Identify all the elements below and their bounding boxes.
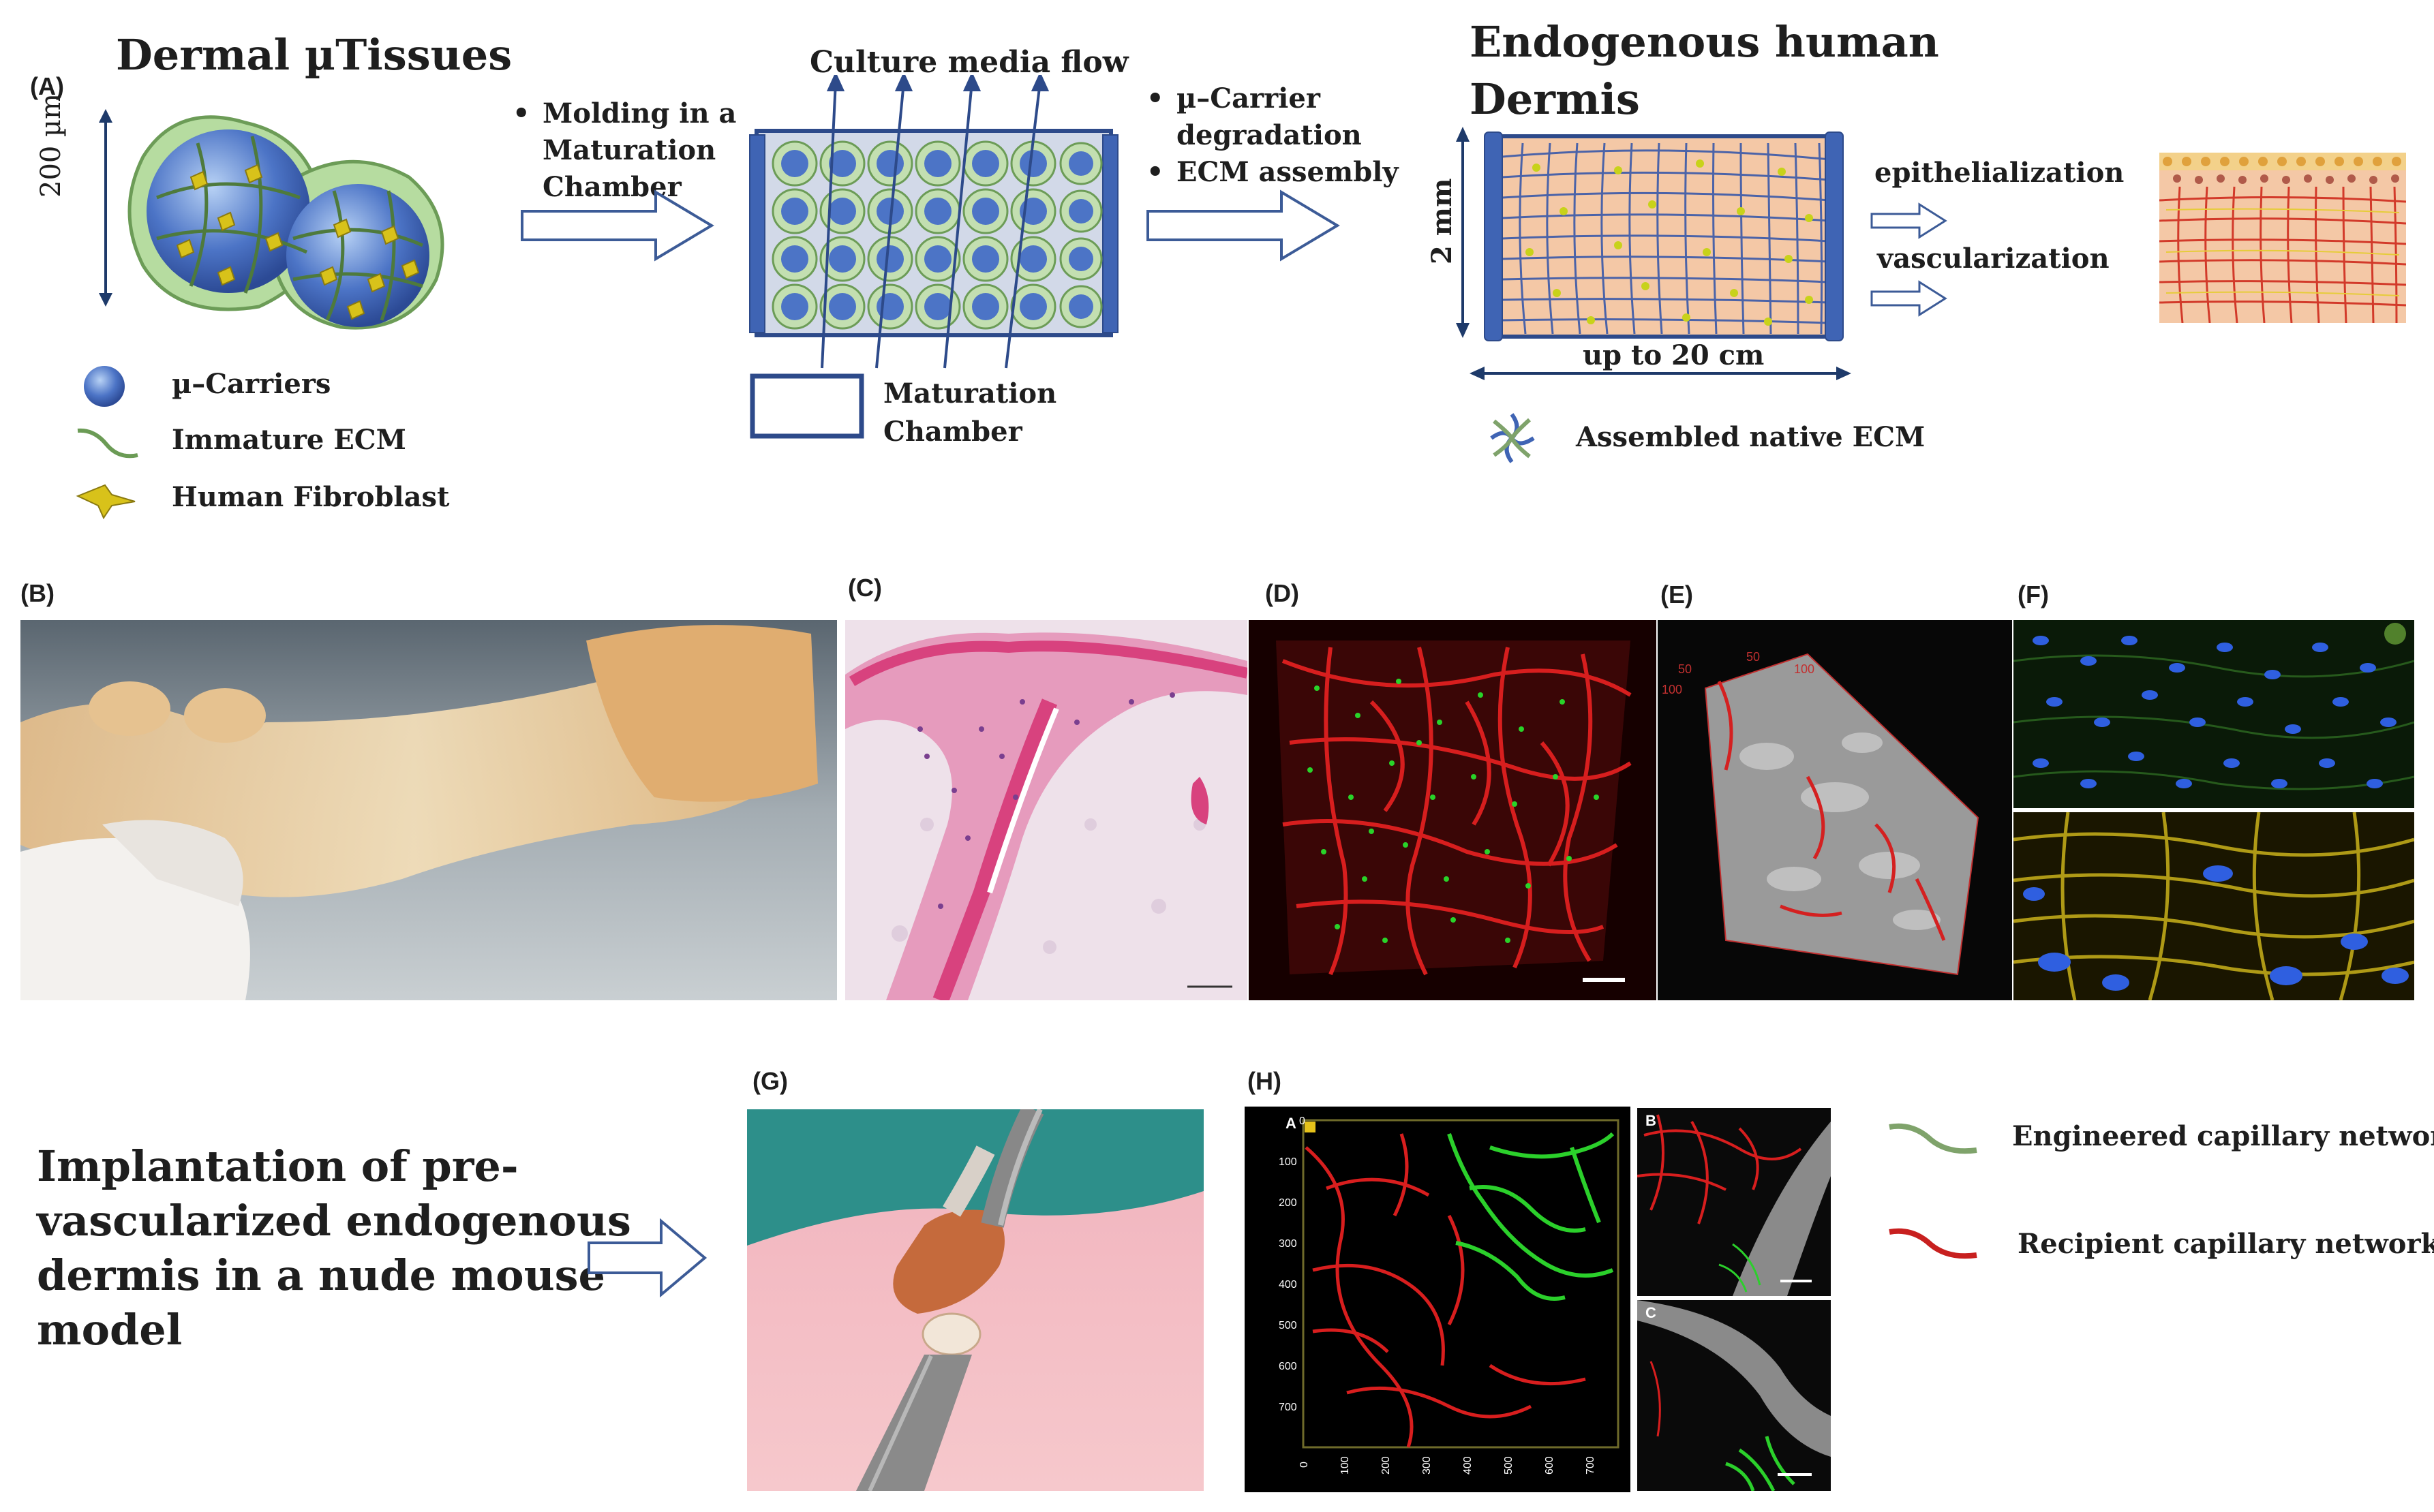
step2-line-1: µ–Carrier (1146, 80, 1399, 117)
panel-label-a: (A) (30, 72, 64, 100)
step2-text: µ–Carrier degradation ECM assembly (1146, 80, 1399, 191)
epithelialization-arrow (1870, 202, 1947, 239)
step1-arrow (521, 189, 714, 262)
step1-line-1: Molding in a (513, 95, 736, 132)
vascularization-arrow (1870, 280, 1947, 317)
h-ytick-100: 100 (1279, 1156, 1297, 1168)
legend-engineered-label: Engineered capillary network (2012, 1120, 2434, 1152)
native-ecm-icon (1490, 413, 1535, 463)
legend-immature-ecm-label: Immature ECM (172, 424, 406, 456)
h-ytick-200: 200 (1279, 1197, 1297, 1209)
dermis-title-line-2: Dermis (1470, 74, 1640, 124)
h-ytick-400: 400 (1279, 1279, 1297, 1291)
native-ecm-label: Assembled native ECM (1576, 421, 1926, 453)
dermal-utissues-title: Dermal µTissues (116, 30, 513, 80)
thickness-label: 2 mm (1426, 178, 1458, 264)
maturation-chamber-label: Maturation Chamber (883, 375, 1056, 451)
e-tick-4: 100 (1662, 683, 1682, 696)
dermal-microtissue-illustration (127, 115, 444, 330)
h-ytick-500: 500 (1279, 1320, 1297, 1331)
photo-g-mouse-implant (747, 1109, 1204, 1491)
thickness-arrow (1456, 127, 1470, 338)
photo-f-top-green-blue (2013, 620, 2414, 808)
implantation-text: Implantation of pre- vascularized endoge… (37, 1139, 631, 1357)
panel-label-d: (D) (1265, 579, 1299, 607)
h-ytick-300: 300 (1279, 1238, 1297, 1250)
photo-h-b-detail: B (1637, 1108, 1831, 1296)
chamber-label-line-1: Maturation (883, 377, 1057, 410)
panel-label-h: (H) (1247, 1067, 1281, 1095)
e-tick-1: 50 (1746, 650, 1760, 664)
h-xtick-100: 100 (1339, 1456, 1351, 1475)
dermis-title: Endogenous human Dermis (1470, 14, 1939, 128)
size-label: 200 µm (35, 93, 67, 198)
epithelialization-label: epithelialization (1874, 157, 2125, 189)
photo-f-bottom-yellow-blue (2013, 812, 2414, 1000)
h-xtick-600: 600 (1544, 1456, 1555, 1475)
legend-recipient-label: Recipient capillary network (2018, 1228, 2434, 1260)
photo-d-confocal (1249, 620, 1656, 1000)
h-xtick-500: 500 (1503, 1456, 1515, 1475)
size-arrow-200um (99, 109, 112, 307)
width-arrow (1470, 367, 1851, 380)
photo-h-main-confocal: A 0 100 200 300 400 500 600 700 0 100 20… (1245, 1107, 1630, 1492)
implantation-line-3: dermis in a nude mouse (37, 1250, 606, 1300)
implantation-line-4: model (37, 1305, 183, 1355)
engineered-capillary-icon (1889, 1123, 1977, 1154)
immature-ecm-legend-icon (77, 428, 138, 459)
step1-line-2: Maturation (543, 134, 716, 166)
h-sublabel-c: C (1645, 1304, 1656, 1321)
legend-fibroblast-label: Human Fibroblast (172, 481, 450, 513)
step2-arrow (1146, 189, 1340, 262)
recipient-capillary-icon (1889, 1228, 1977, 1259)
photo-b-dermis-sheet (20, 620, 837, 1000)
photo-e-3d-reconstruction: 50 100 50 100 (1658, 620, 2012, 1000)
panel-label-c: (C) (848, 574, 882, 602)
h-xtick-0: 0 (1298, 1462, 1310, 1468)
photo-h-c-detail: C (1637, 1300, 1831, 1491)
h-sublabel-a: A (1286, 1115, 1296, 1132)
step2-line-2: degradation (1176, 119, 1362, 151)
h-xtick-200: 200 (1380, 1456, 1392, 1475)
dermis-title-line-1: Endogenous human (1470, 17, 1939, 67)
width-label: up to 20 cm (1583, 339, 1765, 371)
h-ytick-0: 0 (1299, 1115, 1305, 1127)
h-xtick-700: 700 (1585, 1456, 1596, 1475)
h-ytick-700: 700 (1279, 1402, 1297, 1413)
implantation-arrow (588, 1218, 708, 1298)
h-ytick-600: 600 (1279, 1361, 1297, 1372)
h-xtick-400: 400 (1462, 1456, 1474, 1475)
vascularized-skin-illustration (2159, 153, 2406, 323)
maturation-chamber-culture (749, 75, 1119, 369)
culture-flow-label: Culture media flow (810, 45, 1129, 80)
panel-label-g: (G) (752, 1067, 788, 1095)
legend-carriers-label: µ–Carriers (172, 368, 331, 400)
implantation-line-2: vascularized endogenous (37, 1196, 631, 1246)
vascularization-label: vascularization (1877, 243, 2110, 275)
chamber-label-line-2: Chamber (883, 416, 1022, 448)
e-tick-2: 100 (1794, 662, 1814, 676)
fibroblast-legend-icon (76, 484, 136, 520)
panel-label-e: (E) (1660, 581, 1693, 608)
step2-line-3: ECM assembly (1146, 154, 1399, 191)
empty-maturation-chamber (750, 373, 864, 439)
endogenous-dermis-chamber (1484, 132, 1844, 341)
carrier-legend-icon (84, 366, 125, 407)
h-sublabel-b: B (1645, 1112, 1656, 1129)
panel-label-f: (F) (2018, 581, 2049, 608)
panel-label-b: (B) (20, 579, 55, 607)
h-xtick-300: 300 (1421, 1456, 1433, 1475)
photo-c-histology (845, 620, 1247, 1000)
e-tick-3: 50 (1678, 662, 1692, 676)
implantation-line-1: Implantation of pre- (37, 1141, 519, 1191)
